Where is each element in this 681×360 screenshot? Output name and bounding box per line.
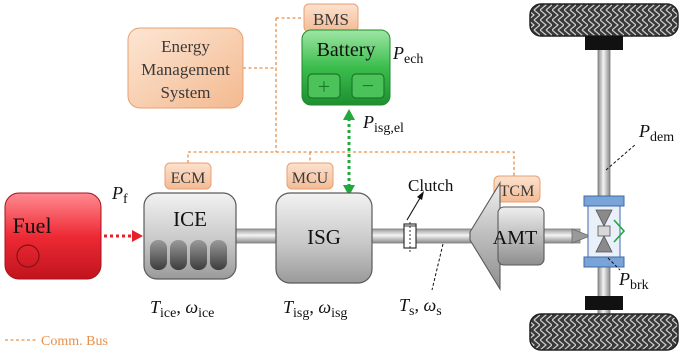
amt-transmission: AMT [469,181,545,291]
p-brk-label: Pbrk [618,269,649,293]
fuel-label: Fuel [12,213,51,238]
gear-icon [595,235,613,253]
ecm-label: ECM [171,170,206,187]
piston-icon [210,240,227,270]
mcu-label: MCU [292,170,329,187]
tire-icon [529,313,679,351]
isg-label: ISG [307,225,341,249]
legend: Comm. Bus [5,334,108,349]
shaft-ice-isg [235,228,277,244]
arrow-up-icon [343,109,355,120]
t-s-label: Ts, ωs [399,295,442,319]
brake-indicator-icon [613,219,626,243]
tcm-controller: TCM [493,175,541,203]
p-brk-leader-line [607,257,621,271]
ems-label-line2: Management [141,60,230,79]
ts-leader-line [431,243,444,291]
ems-label-line3: System [160,83,210,102]
p-ech-label: Pech [392,43,423,67]
p-dem-leader-line [605,143,637,171]
brake-caliper-bottom [583,256,625,268]
p-f-label: Pf [111,183,128,207]
ice-engine: ICE [143,192,237,280]
arrow-down-icon [343,185,355,196]
bms-label: BMS [313,10,349,29]
clutch-label: Clutch [408,176,454,195]
gear-icon [595,209,613,227]
shaft-clutch-amt [415,228,473,244]
battery-minus-sign: − [362,73,374,98]
comm-bus [187,17,515,176]
amt-cone [469,181,501,291]
electrical-power-link [343,109,355,196]
fuel-cap-icon [16,244,40,268]
tcm-label: TCM [500,183,535,200]
fuel-tank: Fuel [4,192,102,280]
t-isg-label: Tisg, ωisg [283,297,347,321]
mcu-controller: MCU [286,162,334,190]
arrow-icon [417,191,424,200]
vehicle-axle [597,29,611,315]
arrow-right-icon [132,230,143,242]
battery-label: Battery [317,39,376,61]
battery-plus-terminal [307,73,341,99]
amt-label: AMT [493,227,537,249]
ecm-controller: ECM [164,162,212,190]
piston-icon [150,240,167,270]
wheel-top [529,3,679,50]
clutch [403,222,417,252]
energy-management-system: Energy Management System [127,27,244,109]
wheel-bottom [529,296,679,351]
wheel-hub-icon [585,296,623,310]
battery-minus-terminal [351,73,385,99]
battery: Battery + − [301,29,391,106]
wheel-hub-icon [585,36,623,50]
isg-motor: ISG [275,192,373,284]
ems-label-line1: Energy [161,37,210,56]
t-ice-label: Tice, ωice [150,297,214,321]
clutch-pointer [406,191,424,221]
pinion-icon [571,228,592,244]
shaft-isg-clutch [371,228,405,244]
p-isg-el-label: Pisg,el [362,112,404,136]
brake-caliper-top [583,195,625,207]
tire-icon [529,3,679,37]
piston-icon [190,240,207,270]
ice-label: ICE [173,207,207,231]
legend-comm-bus-label: Comm. Bus [41,334,108,349]
p-dem-label: Pdem [638,121,674,145]
bms-controller: BMS [303,3,359,33]
battery-plus-sign: + [318,74,330,99]
final-drive-brake [583,195,626,268]
fuel-flow-arrow [104,230,143,242]
piston-icon [170,240,187,270]
comm-bus-horizontal [187,151,515,176]
